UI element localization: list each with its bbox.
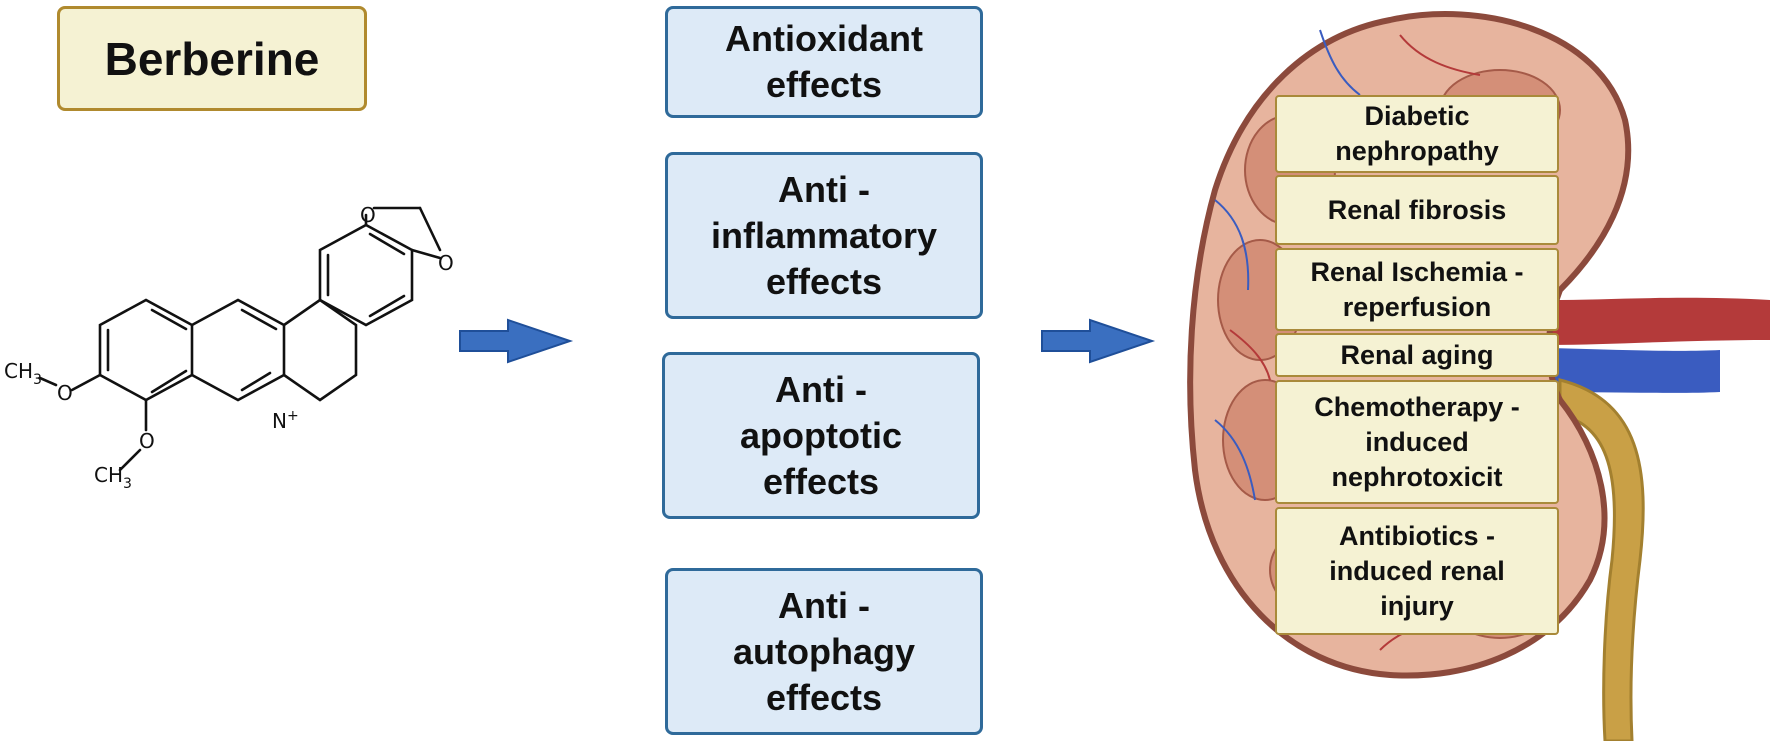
- condition-chemotherapy-nephrotoxicity: Chemotherapy - induced nephrotoxicit: [1275, 380, 1559, 504]
- condition-antibiotics-renal-injury: Antibiotics - induced renal injury: [1275, 507, 1559, 635]
- atom-o2: O: [438, 251, 454, 275]
- arrow-right-icon: [1041, 318, 1156, 364]
- methyl-b: CH3: [94, 463, 132, 492]
- condition-renal-ischemia-reperfusion: Renal Ischemia - reperfusion: [1275, 248, 1559, 331]
- methyl-a: CH3: [4, 359, 42, 388]
- condition-renal-aging: Renal aging: [1275, 333, 1559, 377]
- effect-anti-inflammatory: Anti - inflammatory effects: [665, 152, 983, 319]
- atom-charge: +: [287, 408, 299, 424]
- effect-anti-autophagy: Anti - autophagy effects: [665, 568, 983, 735]
- atom-o4: O: [139, 429, 155, 453]
- berberine-structure: O O O O N + CH3 CH3: [4, 203, 454, 492]
- arrow-right-icon: [459, 318, 574, 364]
- atom-o1: O: [360, 203, 376, 227]
- condition-renal-fibrosis: Renal fibrosis: [1275, 175, 1559, 245]
- condition-diabetic-nephropathy: Diabetic nephropathy: [1275, 95, 1559, 173]
- compound-title: Berberine: [57, 6, 367, 111]
- atom-n: N: [272, 409, 287, 433]
- effect-antioxidant: Antioxidant effects: [665, 6, 983, 118]
- atom-o3: O: [57, 381, 73, 405]
- effect-anti-apoptotic: Anti - apoptotic effects: [662, 352, 980, 519]
